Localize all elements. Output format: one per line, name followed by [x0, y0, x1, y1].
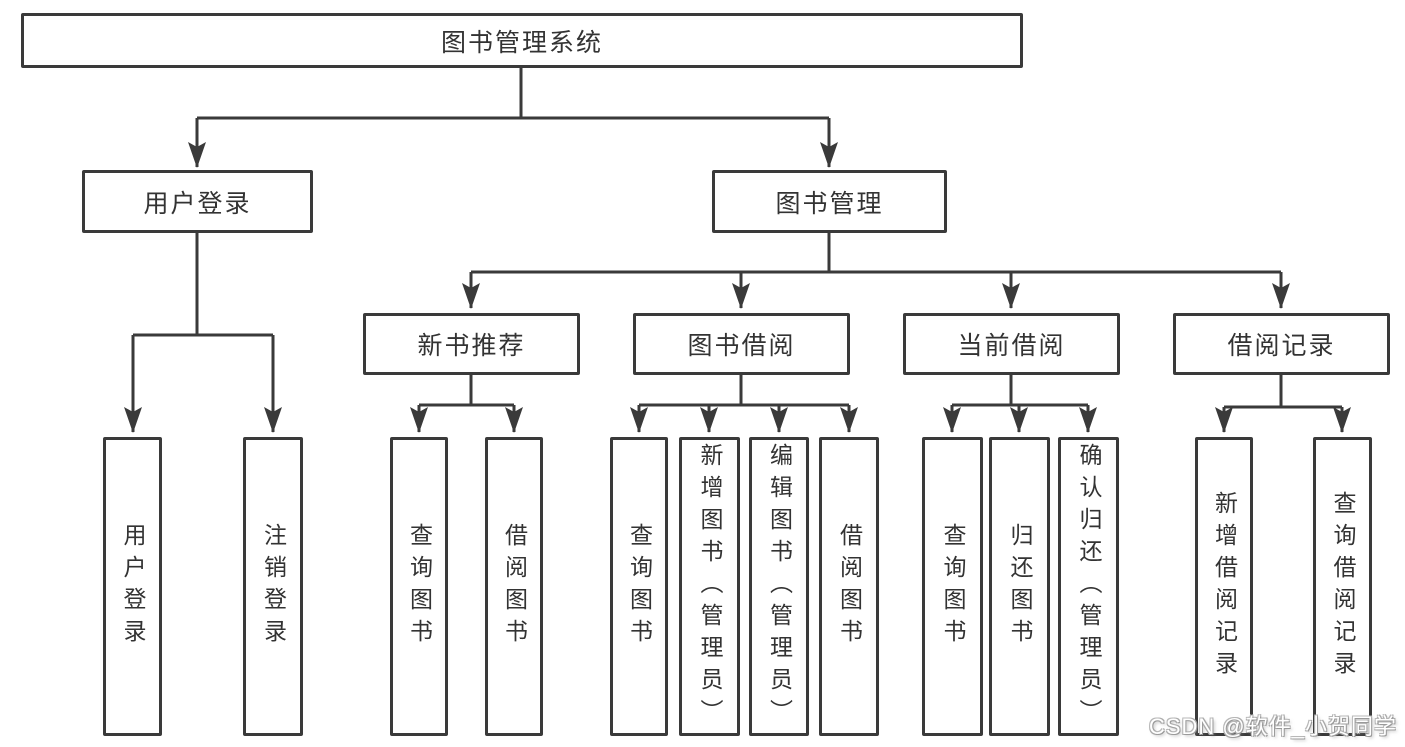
leaf-label: 注销登录	[260, 522, 287, 651]
node-book-borrow: 图书借阅	[633, 313, 850, 375]
node-borrow-records: 借阅记录	[1173, 313, 1390, 375]
node-new-book-recommend: 新书推荐	[363, 313, 580, 375]
leaf-edit-books-admin: 编辑图书（管理员）	[749, 437, 809, 736]
leaf-label: 借阅图书	[836, 522, 863, 651]
node-user-login: 用户登录	[82, 170, 313, 233]
leaf-query-books-borrow: 查询图书	[610, 437, 668, 736]
leaf-label: 查询借阅记录	[1330, 490, 1356, 683]
leaf-label: 编辑图书（管理员）	[766, 442, 793, 731]
leaf-add-borrow-record: 新增借阅记录	[1195, 437, 1253, 736]
node-book-management: 图书管理	[712, 170, 947, 233]
leaf-logout: 注销登录	[243, 437, 303, 736]
leaf-user-login: 用户登录	[103, 437, 162, 736]
leaf-query-borrow-record: 查询借阅记录	[1313, 437, 1372, 736]
leaf-label: 用户登录	[120, 522, 146, 651]
node-current-borrow: 当前借阅	[903, 313, 1120, 375]
leaf-label: 归还图书	[1007, 522, 1033, 651]
leaf-label: 确认归还（管理员）	[1076, 442, 1102, 731]
leaf-label: 新增借阅记录	[1211, 490, 1238, 683]
leaf-confirm-return-admin: 确认归还（管理员）	[1058, 437, 1119, 736]
leaf-borrow-books-recommend: 借阅图书	[485, 437, 543, 736]
leaf-add-books-admin: 新增图书（管理员）	[679, 437, 740, 736]
leaf-label: 借阅图书	[501, 522, 528, 651]
leaf-borrow-books: 借阅图书	[819, 437, 879, 736]
node-book-management-system: 图书管理系统	[21, 13, 1023, 68]
leaf-label: 查询图书	[406, 522, 433, 651]
leaf-label: 查询图书	[940, 522, 966, 651]
leaf-label: 查询图书	[626, 522, 653, 651]
leaf-label: 新增图书（管理员）	[697, 442, 723, 731]
leaf-return-books: 归还图书	[989, 437, 1050, 736]
leaf-query-books-current: 查询图书	[922, 437, 983, 736]
leaf-query-books-recommend: 查询图书	[390, 437, 448, 736]
